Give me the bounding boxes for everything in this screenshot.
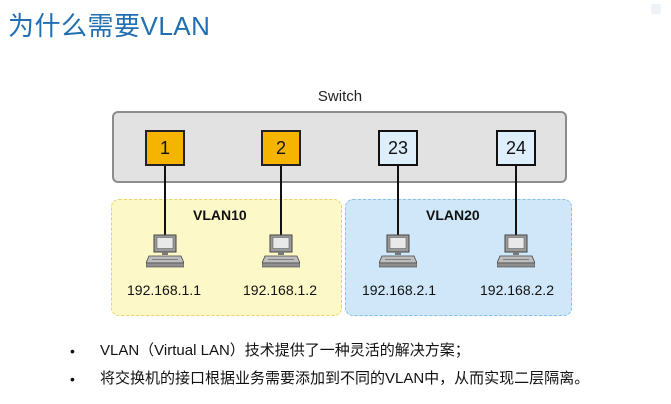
- host-ip-label: 192.168.1.2: [243, 282, 317, 298]
- link-line-port-24: [515, 165, 517, 237]
- bullet-list: • VLAN（Virtual LAN）技术提供了一种灵活的解决方案； • 将交换…: [70, 340, 661, 396]
- vlan10-label: VLAN10: [193, 207, 247, 223]
- switch-label: Switch: [317, 88, 363, 105]
- slide-title: 为什么需要VLAN: [8, 11, 211, 41]
- switch-port-24: 24: [496, 130, 536, 166]
- link-line-port-2: [280, 165, 282, 237]
- host-ip-label: 192.168.2.2: [480, 282, 554, 298]
- switch-box: [112, 111, 567, 183]
- switch-port-1: 1: [145, 130, 185, 166]
- computer-icon: [497, 234, 535, 268]
- bullet-item: • VLAN（Virtual LAN）技术提供了一种灵活的解决方案；: [70, 340, 661, 368]
- link-line-port-23: [397, 165, 399, 237]
- computer-icon: [379, 234, 417, 268]
- host-ip-label: 192.168.2.1: [362, 282, 436, 298]
- switch-port-2: 2: [261, 130, 301, 166]
- vlan20-label: VLAN20: [426, 207, 480, 223]
- bullet-item: • 将交换机的接口根据业务需要添加到不同的VLAN中，从而实现二层隔离。: [70, 368, 661, 396]
- link-line-port-1: [164, 165, 166, 237]
- bullet-text: VLAN（Virtual LAN）技术提供了一种灵活的解决方案；: [100, 342, 470, 359]
- computer-icon: [262, 234, 300, 268]
- corner-marker: [651, 4, 661, 14]
- bullet-text: 将交换机的接口根据业务需要添加到不同的VLAN中，从而实现二层隔离。: [100, 370, 590, 387]
- bullet-marker: •: [70, 371, 75, 387]
- host-ip-label: 192.168.1.1: [127, 282, 201, 298]
- computer-icon: [146, 234, 184, 268]
- switch-port-23: 23: [378, 130, 418, 166]
- bullet-marker: •: [70, 343, 75, 359]
